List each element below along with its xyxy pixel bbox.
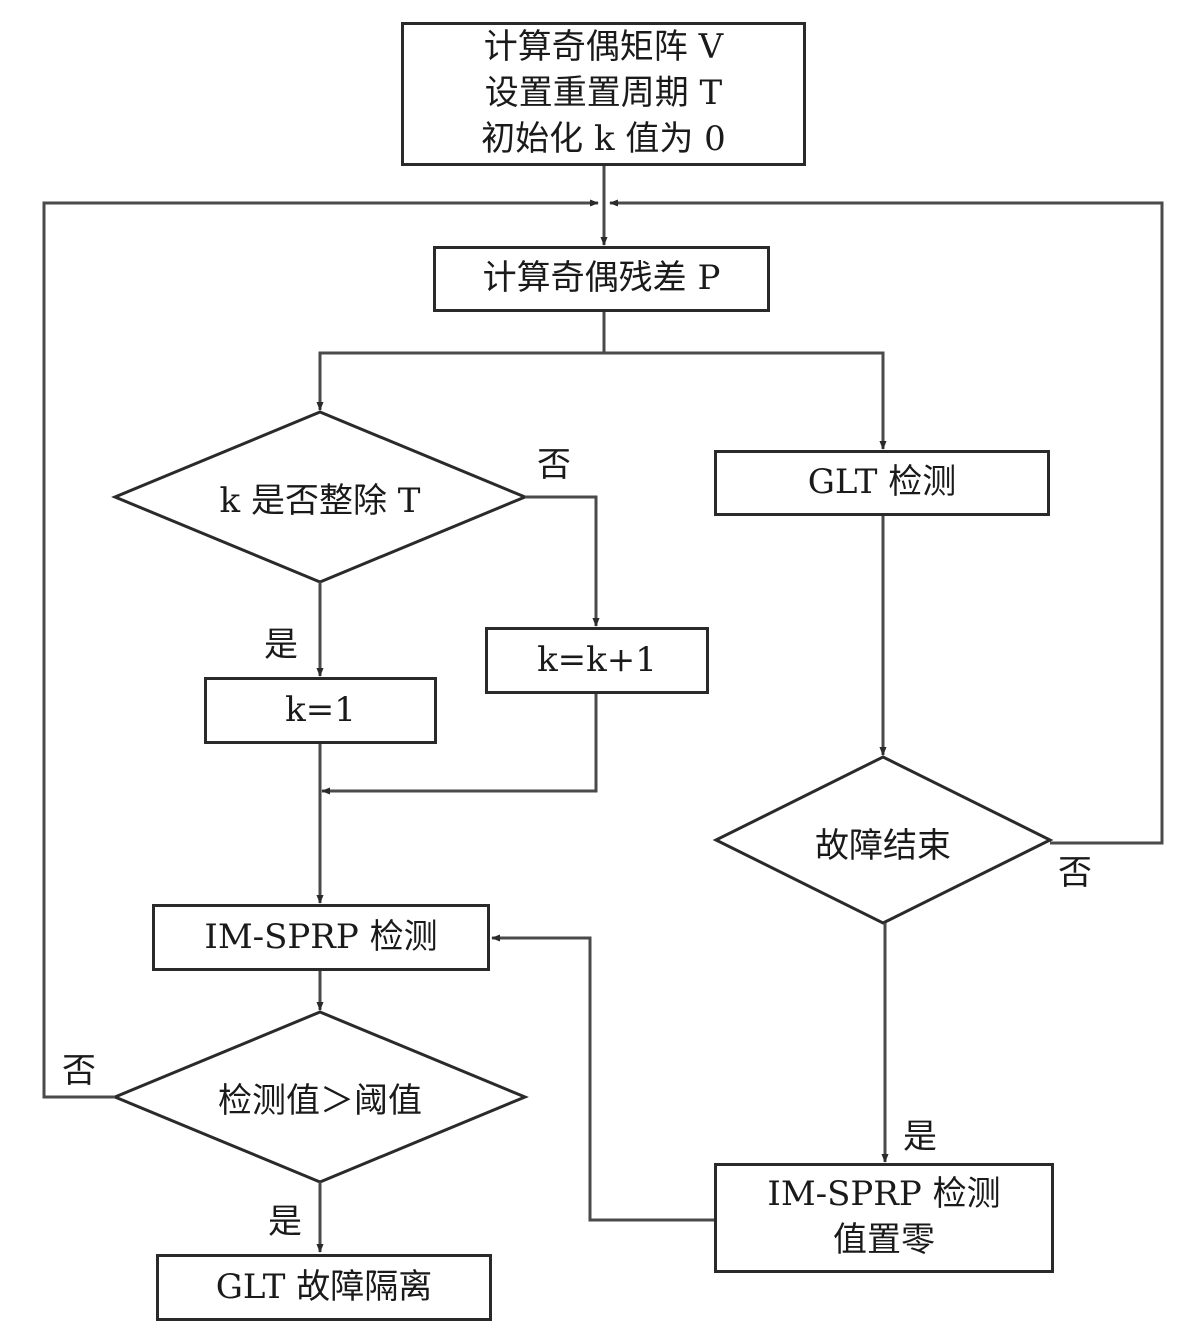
calc-residual-box: 计算奇偶残差 P [433,246,770,312]
edge-k-no [525,495,600,627]
glt-detect-box: GLT 检测 [714,450,1050,516]
init-box: 计算奇偶矩阵 V 设置重置周期 T 初始化 k 值为 0 [401,22,806,166]
label-fault-end-no: 否 [1058,853,1092,893]
glt-isolation-label: GLT 故障隔离 [215,1266,433,1307]
label-threshold-yes: 是 [268,1202,302,1242]
edge-residual-to-decision-k [316,351,604,411]
label-k-no: 否 [537,445,571,485]
k-increment-box: k=k+1 [485,627,709,694]
imsprp-reset-line-1: IM-SPRP 检测 [767,1174,1001,1215]
edge-k-increment-to-join [321,694,598,795]
init-line-2: 设置重置周期 T [484,73,723,114]
decision-k-label: k 是否整除 T [219,480,421,521]
init-line-1: 计算奇偶矩阵 V [483,27,724,68]
imsprp-reset-line-2: 值置零 [833,1220,935,1260]
imsprp-reset-box: IM-SPRP 检测 值置零 [714,1163,1054,1273]
k-increment-label: k=k+1 [537,639,657,680]
edge-fault-end-no-loop [609,199,1164,845]
imsprp-detect-box: IM-SPRP 检测 [152,904,490,971]
edge-residual-to-glt [604,351,887,450]
decision-fault-end-label: 故障结束 [815,825,951,866]
label-threshold-no: 否 [62,1051,96,1091]
k-set-one-label: k=1 [285,689,356,730]
imsprp-detect-label: IM-SPRP 检测 [204,916,438,957]
label-k-yes: 是 [264,625,298,665]
glt-isolation-box: GLT 故障隔离 [156,1254,492,1321]
label-fault-end-yes: 是 [903,1117,937,1157]
glt-detect-label: GLT 检测 [807,462,957,503]
decision-threshold-label: 检测值＞阈值 [218,1080,422,1121]
edge-reset-to-imsprp [491,934,714,1222]
init-line-3: 初始化 k 值为 0 [481,118,726,159]
calc-residual-label: 计算奇偶残差 P [482,258,721,299]
edge-threshold-no-loop [42,199,599,1099]
k-set-one-box: k=1 [204,677,437,744]
decision-fault-end-shape [712,755,1054,925]
